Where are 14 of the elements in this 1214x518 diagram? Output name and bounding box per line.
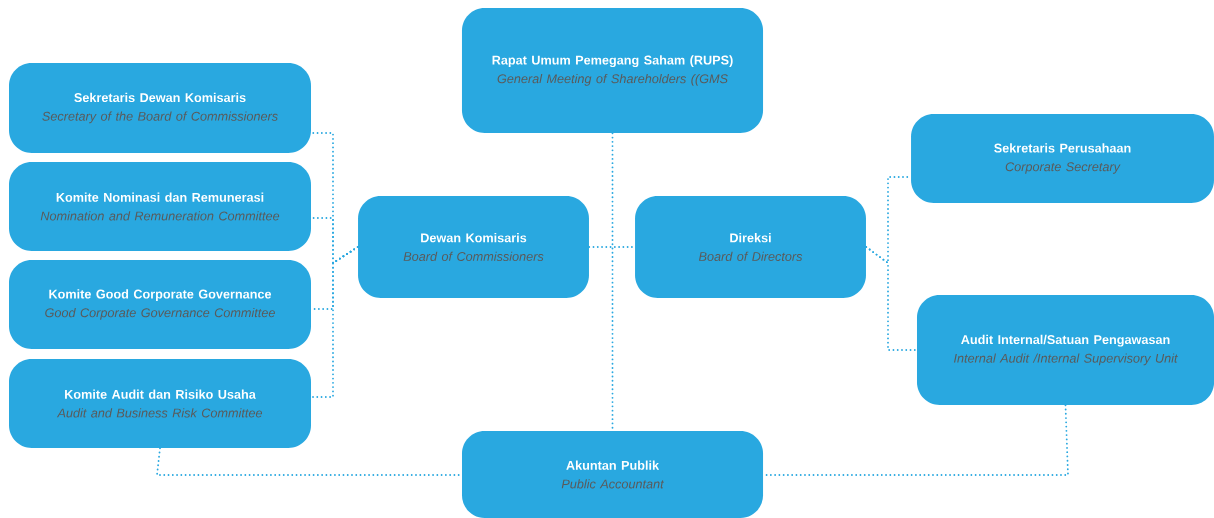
org-box: Audit Internal/Satuan Pengawasan Internal Audit /Internal Supervisory Unit [917,295,1214,405]
connector-line [310,246,359,398]
org-box: Akuntan Publik Public Accountant [461,431,764,518]
org-box: Sekretaris Dewan Komisaris Secretary of the Board of Commissioners [9,63,311,153]
org-box: Sekretaris Perusahaan Corporate Secretary [911,113,1214,204]
org-box: Komite Nominasi dan Remunerasi Nomination and Remuneration Committee [9,161,311,252]
org-box: Komite Good Corporate Governance Good Corporate Governance Committee [9,259,311,350]
connector-line [588,246,636,248]
connector-line [611,132,614,432]
org-box: Dewan Komisaris Board of Commissioners [358,196,589,298]
connector-line [865,246,918,351]
org-box: Komite Audit dan Risiko Usaha Audit and Business Risk Committee [9,358,311,449]
org-box: Rapat Umum Pemegang Saham (RUPS) General Meeting of Shareholders ((GMS [461,7,764,134]
org-box: Direksi Board of Directors [635,196,866,298]
